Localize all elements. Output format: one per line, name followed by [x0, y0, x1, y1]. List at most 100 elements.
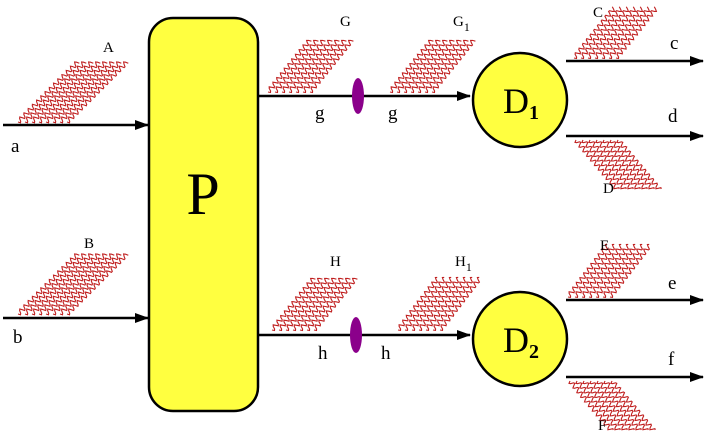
radiation-line — [45, 253, 108, 316]
radiation-line — [267, 39, 312, 94]
radiation-line — [589, 380, 635, 431]
decay-vertex-D1 — [471, 51, 569, 149]
radiation-label-G1: G1 — [453, 14, 470, 34]
radiation-line — [59, 253, 122, 316]
radiation-label-G: G — [340, 14, 351, 30]
radiation-label-C: C — [593, 5, 603, 21]
radiation-line — [66, 61, 129, 124]
propagator-label-h-right: h — [381, 343, 391, 364]
radiation-line — [410, 39, 455, 94]
radiation-line — [396, 39, 441, 94]
propagator-blob-h — [350, 317, 362, 353]
radiation-line — [581, 243, 623, 299]
incoming-label-a: a — [11, 136, 20, 157]
radiation-line — [582, 380, 628, 431]
radiation-line — [66, 253, 129, 316]
radiation-line — [431, 39, 476, 94]
radiation-line — [603, 380, 649, 431]
radiation-line — [295, 39, 340, 94]
radiation-line — [567, 243, 609, 299]
radiation-bundle-C — [573, 6, 658, 60]
radiation-line — [573, 6, 616, 60]
radiation-line — [17, 253, 80, 316]
radiation-bundle-D — [574, 139, 662, 190]
radiation-line — [602, 243, 644, 299]
radiation-line — [425, 276, 467, 332]
radiation-line — [309, 39, 354, 94]
propagator-label-h-left: h — [318, 343, 328, 364]
radiation-line — [595, 139, 641, 190]
radiation-line — [17, 61, 80, 124]
radiation-line — [271, 277, 316, 332]
incoming-label-b: b — [13, 327, 23, 348]
decay-vertex-D2 — [471, 290, 569, 388]
radiation-line — [52, 61, 115, 124]
outgoing-label-c: c — [670, 33, 678, 54]
radiation-line — [574, 243, 616, 299]
radiation-line — [52, 253, 115, 316]
radiation-line — [404, 276, 446, 332]
radiation-line — [31, 61, 94, 124]
radiation-line — [574, 139, 620, 190]
propagator-blob-g — [352, 78, 364, 114]
radiation-line — [588, 243, 630, 299]
radiation-line — [299, 277, 344, 332]
radiation-bundle-B — [17, 253, 129, 316]
radiation-line — [389, 39, 434, 94]
decay-label-D1: D1 — [503, 81, 539, 124]
radiation-line — [24, 61, 87, 124]
radiation-line — [418, 276, 460, 332]
radiation-bundle-A — [17, 61, 129, 124]
radiation-line — [397, 276, 439, 332]
radiation-bundle-F — [568, 380, 656, 431]
radiation-line — [596, 380, 642, 431]
radiation-line — [587, 6, 630, 60]
radiation-line — [285, 277, 330, 332]
radiation-line — [575, 380, 621, 431]
radiation-label-H: H — [330, 254, 341, 270]
radiation-line — [278, 277, 323, 332]
radiation-bundle-G1 — [389, 39, 476, 94]
radiation-line — [38, 253, 101, 316]
radiation-line — [302, 39, 347, 94]
radiation-bundle-G — [267, 39, 354, 94]
radiation-line — [615, 6, 658, 60]
radiation-line — [424, 39, 469, 94]
propagator-label-g-left: g — [315, 103, 325, 124]
radiation-line — [609, 139, 655, 190]
radiation-line — [601, 6, 644, 60]
radiation-bundle-H — [271, 277, 358, 332]
radiation-line — [417, 39, 462, 94]
radiation-line — [588, 139, 634, 190]
radiation-label-E: E — [600, 238, 609, 254]
radiation-line — [274, 39, 319, 94]
radiation-line — [602, 139, 648, 190]
radiation-line — [292, 277, 337, 332]
decay-label-D2: D2 — [503, 320, 539, 363]
radiation-bundle-E — [567, 243, 651, 299]
radiation-label-F: F — [598, 418, 606, 434]
radiation-line — [288, 39, 333, 94]
outgoing-label-d: d — [668, 106, 678, 127]
radiation-label-D: D — [603, 181, 614, 197]
radiation-line — [610, 380, 656, 431]
radiation-line — [581, 139, 627, 190]
radiation-bundle-H1 — [397, 276, 481, 332]
radiation-line — [306, 277, 351, 332]
radiation-line — [281, 39, 326, 94]
propagator-label-g-right: g — [388, 103, 398, 124]
radiation-line — [59, 61, 122, 124]
radiation-line — [38, 61, 101, 124]
radiation-line — [609, 243, 651, 299]
radiation-line — [31, 253, 94, 316]
radiation-line — [595, 243, 637, 299]
radiation-line — [313, 277, 358, 332]
radiation-line — [568, 380, 614, 431]
radiation-line — [580, 6, 623, 60]
radiation-line — [45, 61, 108, 124]
radiation-line — [439, 276, 481, 332]
radiation-label-B: B — [84, 236, 94, 252]
radiation-line — [616, 139, 662, 190]
